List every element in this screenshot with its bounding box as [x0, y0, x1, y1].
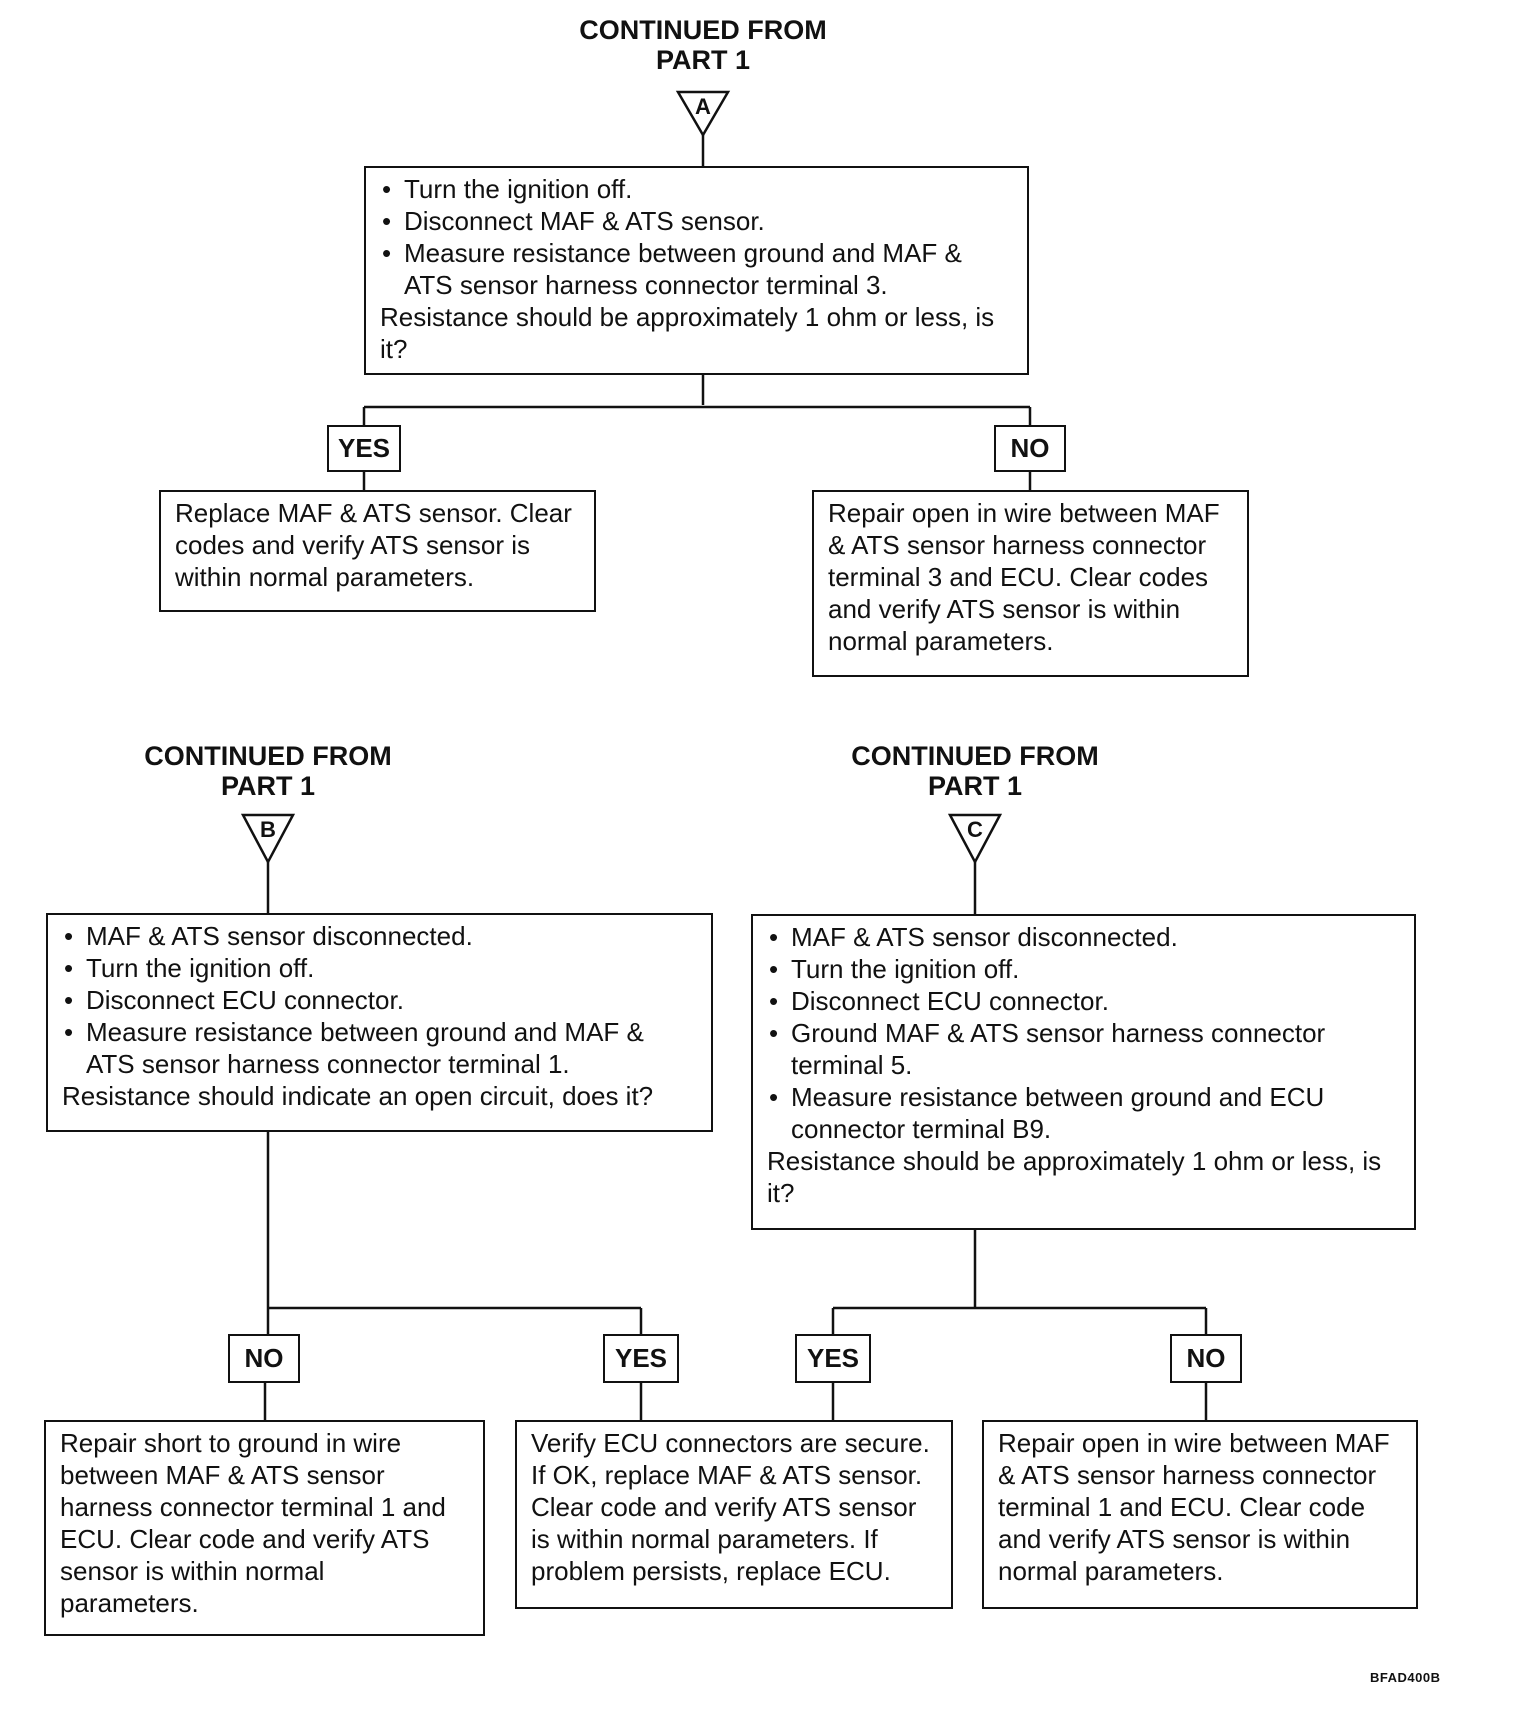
result-box-shared-yes: Verify ECU connectors are secure. If OK,… — [515, 1420, 953, 1609]
result-box-c-no: Repair open in wire between MAF & ATS se… — [982, 1420, 1418, 1609]
no-label-c: NO — [1170, 1334, 1242, 1383]
yes-label-c: YES — [795, 1334, 871, 1383]
yes-label-b: YES — [603, 1334, 679, 1383]
result-box-a-no: Repair open in wire between MAF & ATS se… — [812, 490, 1249, 677]
question-c-bullet: Measure resistance between ground and EC… — [767, 1081, 1400, 1145]
question-b-bullet: Turn the ignition off. — [62, 952, 697, 984]
connector-triangle-a — [675, 90, 731, 138]
connector-label-b: B — [260, 817, 276, 842]
question-box-a: Turn the ignition off. Disconnect MAF & … — [364, 166, 1029, 375]
result-a-yes-text: Replace MAF & ATS sensor. Clear codes an… — [175, 498, 572, 592]
header-b: CONTINUED FROM PART 1 — [88, 741, 448, 801]
result-c-no-text: Repair open in wire between MAF & ATS se… — [998, 1428, 1390, 1586]
question-b-text: Resistance should indicate an open circu… — [62, 1081, 654, 1111]
question-c-bullet: MAF & ATS sensor disconnected. — [767, 921, 1400, 953]
yes-label-a: YES — [327, 425, 401, 472]
figure-code: BFAD400B — [1370, 1670, 1441, 1685]
header-b-line1: CONTINUED FROM — [144, 741, 392, 771]
question-c-text: Resistance should be approximately 1 ohm… — [767, 1146, 1382, 1208]
question-c-bullet: Ground MAF & ATS sensor harness connecto… — [767, 1017, 1400, 1081]
result-a-no-text: Repair open in wire between MAF & ATS se… — [828, 498, 1220, 656]
header-c-line1: CONTINUED FROM — [851, 741, 1099, 771]
connector-label-a: A — [695, 94, 711, 119]
no-label-a: NO — [994, 425, 1066, 472]
question-c-bullet: Turn the ignition off. — [767, 953, 1400, 985]
header-a: CONTINUED FROM PART 1 — [523, 15, 883, 75]
question-c-bullet: Disconnect ECU connector. — [767, 985, 1400, 1017]
question-box-b: MAF & ATS sensor disconnected. Turn the … — [46, 913, 713, 1132]
header-c-line2: PART 1 — [927, 771, 1022, 801]
question-b-bullet: Disconnect ECU connector. — [62, 984, 697, 1016]
result-b-no-text: Repair short to ground in wire between M… — [60, 1428, 446, 1618]
header-a-line2: PART 1 — [655, 45, 750, 75]
shared-yes-text: Verify ECU connectors are secure. If OK,… — [531, 1428, 930, 1586]
question-a-bullet: Disconnect MAF & ATS sensor. — [380, 205, 1013, 237]
result-box-a-yes: Replace MAF & ATS sensor. Clear codes an… — [159, 490, 596, 612]
connector-triangle-c — [947, 813, 1003, 865]
question-a-bullet: Measure resistance between ground and MA… — [380, 237, 1013, 301]
connector-label-c: C — [967, 817, 983, 842]
header-b-line2: PART 1 — [220, 771, 315, 801]
question-a-text: Resistance should be approximately 1 ohm… — [380, 302, 995, 364]
header-c: CONTINUED FROM PART 1 — [795, 741, 1155, 801]
question-box-c: MAF & ATS sensor disconnected. Turn the … — [751, 914, 1416, 1230]
no-label-b: NO — [228, 1334, 300, 1383]
result-box-b-no: Repair short to ground in wire between M… — [44, 1420, 485, 1636]
question-b-bullet: MAF & ATS sensor disconnected. — [62, 920, 697, 952]
question-a-bullet: Turn the ignition off. — [380, 173, 1013, 205]
header-a-line1: CONTINUED FROM — [579, 15, 827, 45]
connector-triangle-b — [240, 813, 296, 865]
question-b-bullet: Measure resistance between ground and MA… — [62, 1016, 697, 1080]
